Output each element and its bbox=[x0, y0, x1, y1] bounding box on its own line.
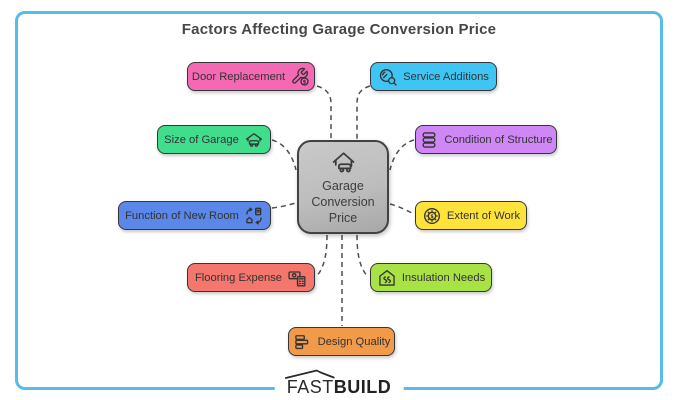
service-tools-icon bbox=[378, 67, 398, 87]
central-node-label: Garage Conversion Price bbox=[311, 178, 375, 226]
node-function-of-new-room: Function of New Room bbox=[118, 201, 271, 230]
connector-extent-of-work bbox=[389, 203, 415, 215]
page-title: Factors Affecting Garage Conversion Pric… bbox=[181, 21, 497, 38]
structure-layers-icon bbox=[419, 130, 439, 150]
node-label: Condition of Structure bbox=[444, 133, 553, 146]
node-condition-of-structure: Condition of Structure bbox=[415, 125, 557, 154]
node-design-quality: Design Quality bbox=[288, 327, 395, 356]
svg-text:$: $ bbox=[430, 213, 434, 219]
fastbuild-logo: FASTBUILD bbox=[274, 369, 404, 397]
connector-service-additions bbox=[356, 85, 371, 139]
node-door-replacement: Door Replacement $ bbox=[187, 62, 315, 91]
node-label: Size of Garage bbox=[164, 133, 239, 146]
money-calculator-icon bbox=[287, 268, 307, 288]
connector-flooring-expense bbox=[315, 234, 328, 278]
room-repurpose-icon bbox=[244, 206, 264, 226]
wrench-dollar-icon: $ bbox=[290, 67, 310, 87]
connector-condition-of-structure bbox=[389, 139, 415, 171]
garage-house-car-icon bbox=[327, 148, 359, 176]
logo-roof-icon bbox=[284, 369, 335, 379]
node-label: Service Additions bbox=[403, 70, 489, 83]
node-label: Function of New Room bbox=[125, 209, 239, 222]
logo-text-fast: FAST bbox=[286, 377, 334, 397]
node-insulation-needs: Insulation Needs bbox=[370, 263, 492, 292]
connector-size-of-garage bbox=[271, 139, 297, 171]
node-service-additions: Service Additions bbox=[370, 62, 497, 91]
node-size-of-garage: Size of Garage bbox=[157, 125, 271, 154]
central-node-garage-conversion-price: Garage Conversion Price bbox=[297, 140, 389, 234]
node-extent-of-work: $ Extent of Work bbox=[415, 201, 527, 230]
node-label: Insulation Needs bbox=[401, 271, 486, 284]
logo-text-build: BUILD bbox=[333, 377, 392, 397]
insulated-house-icon bbox=[377, 268, 397, 288]
gear-dollar-icon: $ bbox=[422, 206, 442, 226]
node-label: Design Quality bbox=[317, 335, 391, 348]
node-flooring-expense: Flooring Expense bbox=[187, 263, 315, 292]
connector-door-replacement bbox=[316, 85, 332, 139]
node-label: Door Replacement bbox=[191, 70, 286, 83]
connector-function-of-new-room bbox=[271, 202, 297, 209]
connector-insulation-needs bbox=[356, 234, 369, 278]
garage-car-icon bbox=[244, 130, 264, 150]
svg-text:$: $ bbox=[303, 79, 307, 85]
node-label: Extent of Work bbox=[446, 209, 521, 222]
design-layers-icon bbox=[293, 332, 313, 352]
node-label: Flooring Expense bbox=[194, 271, 283, 284]
